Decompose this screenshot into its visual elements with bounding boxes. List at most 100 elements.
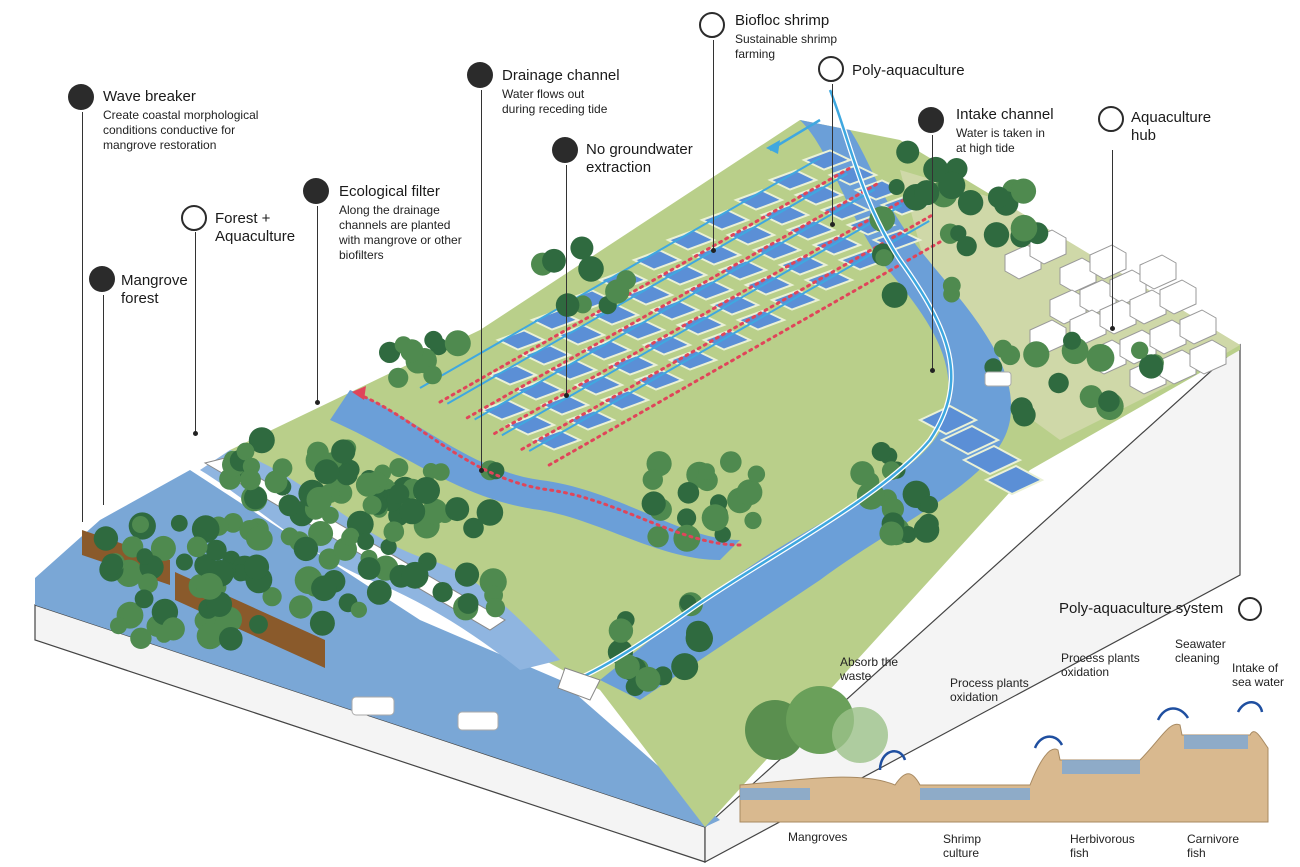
tree	[485, 598, 505, 618]
tree	[246, 526, 271, 551]
tree	[698, 463, 715, 480]
pa-intake: Intake of sea water	[1232, 661, 1284, 689]
poly-aquaculture-icon	[818, 56, 844, 82]
boat-2	[457, 711, 499, 731]
pa-seawater: Seawater cleaning	[1175, 637, 1226, 665]
tree	[388, 367, 409, 388]
tree	[671, 653, 699, 681]
ecological-filter-icon	[303, 178, 329, 204]
aquaculture-hub-line-2: hub	[1131, 127, 1157, 144]
tree	[605, 279, 630, 304]
wave-breaker-sub-1: Create coastal morphological	[103, 108, 259, 122]
mangrove-trees	[93, 140, 1164, 697]
drainage-channel-title: Drainage channel	[502, 67, 620, 84]
pa-process2: Process plants oxidation	[1061, 651, 1140, 679]
ecological-filter-title: Ecological filter	[339, 183, 440, 200]
intake-flow-line	[528, 220, 930, 452]
tree	[1131, 341, 1149, 359]
poly-aquaculture-cross-section	[739, 686, 1269, 823]
label-biofloc-shrimp: Biofloc shrimp Sustainable shrimp farmin…	[735, 12, 837, 62]
pond	[479, 399, 531, 421]
building	[1059, 257, 1097, 293]
biofloc-shrimp-sub-2: farming	[735, 47, 776, 61]
tree	[248, 427, 275, 454]
pa-carnivore: Carnivore fish	[1187, 832, 1239, 860]
pond	[547, 359, 599, 381]
tree	[150, 535, 176, 561]
tree	[1012, 403, 1036, 427]
tree	[321, 506, 339, 524]
tree	[293, 536, 319, 562]
tree	[136, 548, 153, 565]
curve-arrow-1	[878, 750, 907, 771]
pond	[623, 284, 675, 306]
pond	[631, 249, 683, 271]
tree	[578, 256, 604, 282]
tree	[677, 508, 697, 528]
tree	[93, 526, 119, 551]
mangrove-forest-icon	[89, 266, 115, 292]
tree	[101, 553, 124, 576]
pond	[555, 324, 607, 346]
building	[1149, 319, 1187, 355]
pin-aquaculture-hub	[1112, 150, 1113, 330]
pond	[505, 414, 557, 436]
cross-tree-3	[832, 707, 888, 763]
tree	[341, 529, 358, 546]
tree	[383, 521, 405, 542]
dot-groundwater	[564, 393, 569, 398]
boat-3	[984, 371, 1012, 387]
pa-intake-2: sea water	[1232, 675, 1285, 689]
pond	[539, 394, 591, 416]
pond	[709, 294, 761, 316]
pond	[983, 464, 1045, 496]
tree	[677, 482, 700, 504]
cross-section-water-3	[1062, 760, 1140, 774]
pin-biofloc-shrimp	[713, 40, 714, 250]
tree	[871, 442, 891, 462]
forest-aquaculture-icon	[181, 205, 207, 231]
biofloc-shrimp-title: Biofloc shrimp	[735, 12, 830, 29]
tree	[239, 469, 261, 491]
intake-flow-line	[446, 172, 848, 405]
tree	[357, 557, 381, 580]
pa-process2-2: oxidation	[1061, 665, 1110, 679]
drainage-channel-sub-2: during receding tide	[502, 102, 608, 116]
pin-no-groundwater	[566, 165, 567, 395]
ecological-filter-sub-1: Along the drainage	[339, 203, 440, 217]
aquaculture-hub-line-1: Aquaculture	[1131, 109, 1212, 126]
pond	[665, 229, 717, 251]
pond	[657, 264, 709, 286]
pa-process1-2: oxidation	[950, 690, 999, 704]
tree	[309, 610, 335, 636]
ecological-filter-sub-2: channels are planted	[339, 218, 451, 232]
tree	[993, 339, 1013, 358]
tree	[1010, 178, 1037, 204]
mangrove-forest-line-2: forest	[121, 290, 159, 307]
label-no-groundwater: No groundwater extraction	[586, 141, 693, 177]
tree	[444, 330, 471, 357]
tree	[899, 526, 917, 543]
tree	[196, 622, 224, 650]
tree	[463, 517, 484, 539]
cross-section-water-1	[740, 788, 810, 800]
tree	[400, 339, 424, 363]
biofloc-shrimp-icon	[699, 12, 725, 38]
tree	[673, 524, 701, 552]
pa-intake-1: Intake of	[1232, 661, 1279, 675]
pond	[633, 369, 685, 391]
no-groundwater-icon	[552, 137, 578, 163]
building	[1179, 309, 1217, 345]
tree	[445, 497, 470, 522]
tree	[850, 461, 875, 486]
tree	[175, 553, 193, 571]
pin-poly-aquaculture	[832, 84, 833, 224]
tree	[278, 494, 301, 517]
pond	[819, 199, 871, 221]
pa-shrimp-1: Shrimp	[943, 832, 982, 846]
dot-hub	[1110, 326, 1115, 331]
tree	[130, 627, 152, 649]
tree	[1086, 344, 1115, 372]
label-poly-aquaculture: Poly-aquaculture	[852, 62, 965, 80]
pin-mangrove-forest	[103, 295, 104, 505]
